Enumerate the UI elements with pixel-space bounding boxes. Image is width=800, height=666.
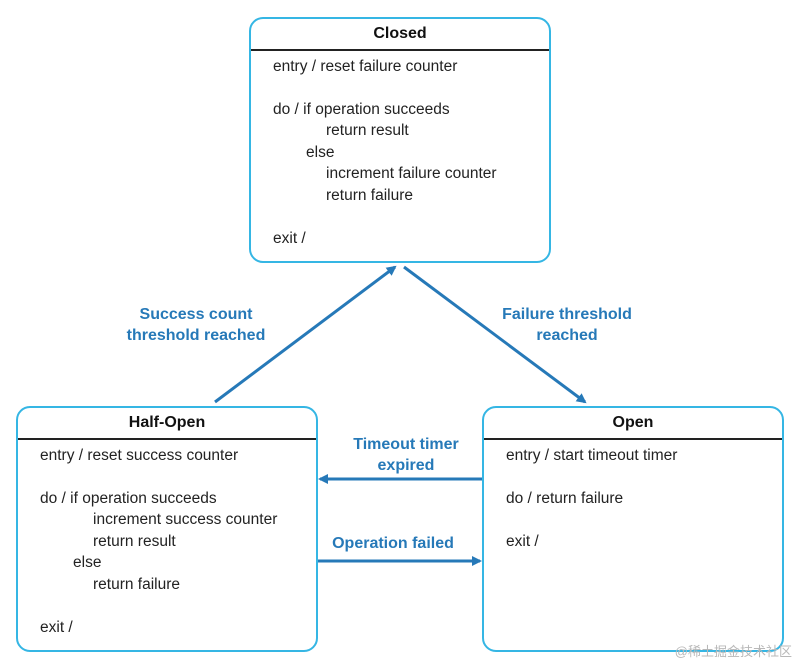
state-line: return failure bbox=[326, 187, 414, 204]
state-line: entry / start timeout timer bbox=[506, 447, 678, 464]
state-open: Open entry / start timeout timer do / re… bbox=[482, 406, 784, 652]
state-closed: Closed entry / reset failure counter do … bbox=[249, 17, 551, 263]
label-line: threshold reached bbox=[126, 327, 266, 344]
state-line: increment success counter bbox=[93, 511, 278, 528]
state-half-open: Half-Open entry / reset success counter … bbox=[16, 406, 318, 652]
state-line: return failure bbox=[93, 576, 181, 593]
label-line: Failure threshold bbox=[502, 306, 632, 323]
arrow-closed-to-open bbox=[403, 265, 587, 404]
state-open-title: Open bbox=[484, 408, 782, 440]
state-line: increment failure counter bbox=[326, 165, 497, 182]
state-line: entry / reset failure counter bbox=[273, 58, 458, 75]
label-operation-failed: Operation failed bbox=[332, 535, 454, 552]
state-line: exit / bbox=[40, 619, 73, 636]
state-line: do / if operation succeeds bbox=[273, 101, 450, 118]
state-line: exit / bbox=[506, 533, 539, 550]
state-line: do / if operation succeeds bbox=[40, 490, 217, 507]
watermark: @稀土掘金技术社区 bbox=[674, 644, 792, 659]
label-line: expired bbox=[377, 457, 435, 474]
state-line: return result bbox=[326, 122, 409, 139]
label-timeout-expired: Timeout timer expired bbox=[336, 434, 476, 476]
label-line: Timeout timer bbox=[353, 436, 459, 453]
label-failure-threshold: Failure threshold reached bbox=[492, 304, 642, 346]
label-line: reached bbox=[536, 327, 598, 344]
state-line: exit / bbox=[273, 230, 306, 247]
label-line: Success count bbox=[139, 306, 253, 323]
state-closed-title: Closed bbox=[251, 19, 549, 51]
arrow-half-open-to-closed bbox=[214, 265, 397, 404]
state-line: else bbox=[73, 554, 102, 571]
state-line: do / return failure bbox=[506, 490, 624, 507]
state-line: entry / reset success counter bbox=[40, 447, 239, 464]
state-line: else bbox=[306, 144, 335, 161]
state-line: return result bbox=[93, 533, 176, 550]
state-half-open-title: Half-Open bbox=[18, 408, 316, 440]
label-success-threshold: Success count threshold reached bbox=[116, 304, 276, 346]
